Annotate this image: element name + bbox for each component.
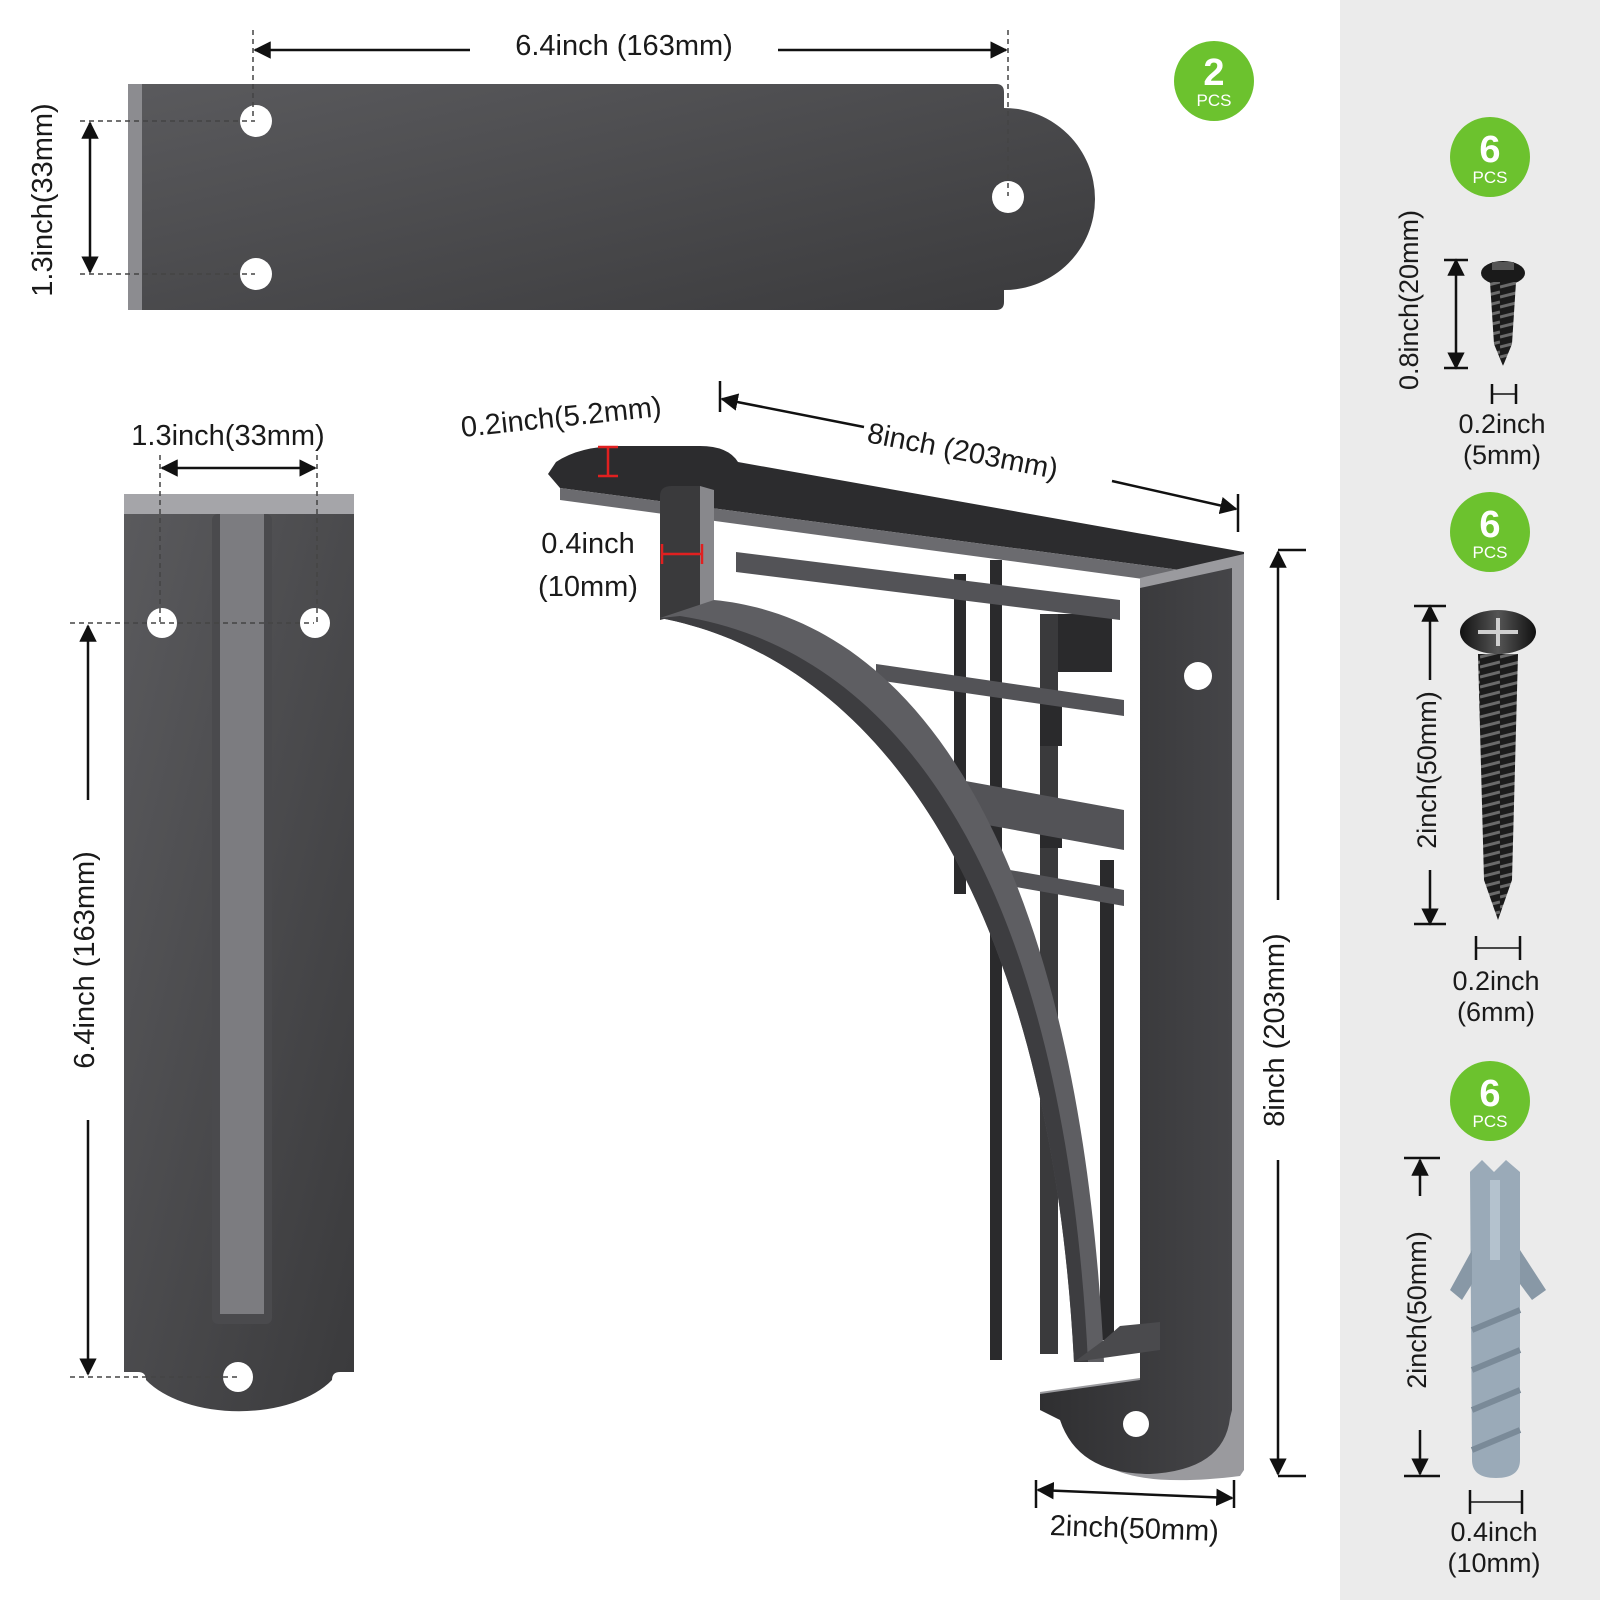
- long-screw-dia-label-2: (6mm): [1457, 997, 1535, 1027]
- badge-count: 6: [1479, 1073, 1500, 1115]
- badge: [1450, 492, 1530, 572]
- mount-hole: [1123, 1411, 1149, 1437]
- badge-unit: PCS: [1473, 543, 1508, 562]
- anchor-length-label: 2inch(50mm): [1402, 1231, 1432, 1389]
- badge-count: 6: [1479, 504, 1500, 546]
- side-width-label: 1.3inch(33mm): [131, 420, 324, 452]
- long-screw-length-label: 2inch(50mm): [1412, 691, 1442, 849]
- top-plate-edge: [128, 84, 142, 310]
- bracket-depth-label: 8inch (203mm): [865, 417, 1061, 485]
- mount-hole: [240, 105, 272, 137]
- wall-plate: [1040, 568, 1232, 1474]
- hardware-panel: [1340, 0, 1600, 1600]
- flange-thickness-label: 0.2inch(5.2mm): [459, 391, 663, 444]
- side-top-edge: [124, 494, 354, 516]
- badge-unit: PCS: [1197, 91, 1232, 110]
- arm-width-label-1: 0.4inch: [541, 528, 635, 560]
- badge-unit: PCS: [1473, 1112, 1508, 1131]
- badge-unit: PCS: [1473, 168, 1508, 187]
- badge: [1450, 117, 1530, 197]
- short-screw-length-label: 0.8inch(20mm): [1394, 210, 1424, 390]
- bracket-height-label: 8inch (203mm): [1259, 933, 1291, 1126]
- short-screw-dia-label-2: (5mm): [1463, 440, 1541, 470]
- arm-width-label-2: (10mm): [538, 571, 638, 603]
- bracket-qty-badge: 2 PCS: [1174, 41, 1254, 121]
- short-screw-icon: [1481, 261, 1525, 366]
- side-rib-highlight: [220, 514, 264, 1314]
- main-bracket-3d: 0.2inch(5.2mm) 8inch (203mm) 0.4inch (10…: [459, 381, 1306, 1548]
- badge-count: 6: [1479, 129, 1500, 171]
- long-screw-icon: [1460, 610, 1536, 920]
- anchor-dia-label-2: (10mm): [1448, 1548, 1541, 1578]
- curved-arm: [660, 600, 1104, 1362]
- top-flange: [548, 446, 1244, 570]
- side-length-label: 6.4inch (163mm): [69, 851, 101, 1069]
- mount-hole: [992, 181, 1024, 213]
- mount-hole: [240, 258, 272, 290]
- side-view-bracket: 1.3inch(33mm) 6.4inch (163mm): [69, 420, 354, 1412]
- top-height-label: 1.3inch(33mm): [27, 103, 59, 296]
- mount-hole: [1184, 662, 1212, 690]
- anchor-group: 6 PCS 2inch(50mm) 0.4inch (10mm): [1402, 1061, 1546, 1578]
- short-screw-group: 6 PCS 0.8inch(20mm) 0.2inch (5mm): [1394, 117, 1546, 470]
- mount-hole: [223, 1362, 253, 1392]
- bracket-width-label: 2inch(50mm): [1049, 1510, 1219, 1548]
- top-width-label: 6.4inch (163mm): [515, 30, 733, 62]
- badge-count: 2: [1203, 52, 1224, 94]
- mount-hole: [300, 608, 330, 638]
- top-view-bracket: 6.4inch (163mm) 1.3inch(33mm): [27, 30, 1095, 310]
- wall-anchor-icon: [1450, 1160, 1546, 1478]
- anchor-dia-label-1: 0.4inch: [1450, 1517, 1537, 1547]
- badge: [1450, 1061, 1530, 1141]
- top-plate: [128, 84, 1095, 310]
- short-screw-dia-label-1: 0.2inch: [1458, 409, 1545, 439]
- long-screw-dia-label-1: 0.2inch: [1452, 966, 1539, 996]
- long-screw-group: 6 PCS 2inch(50mm) 0.2inch (6mm): [1412, 492, 1540, 1027]
